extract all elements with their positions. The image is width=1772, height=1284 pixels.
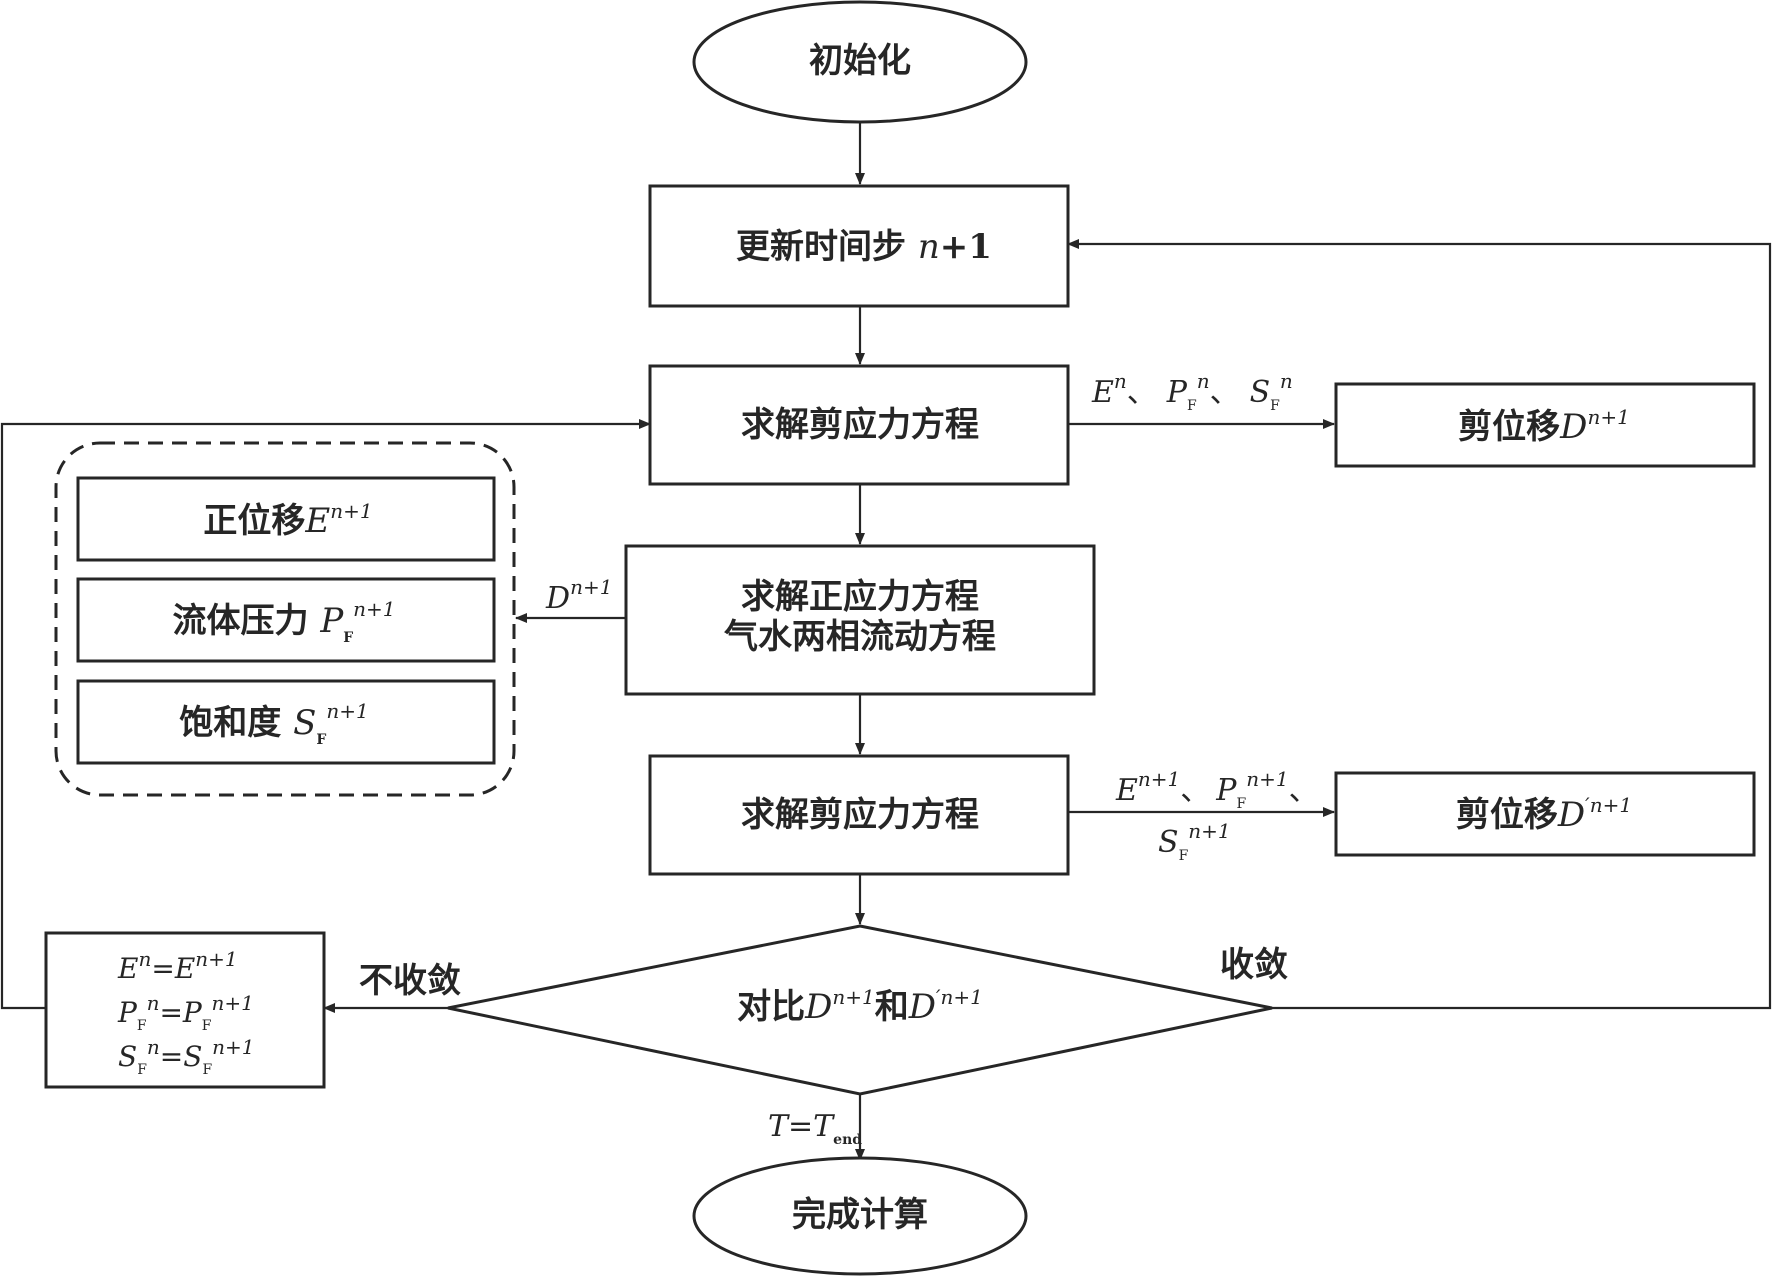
group-disp-label: 正位移En+1 bbox=[203, 499, 372, 541]
compare-label: 对比Dn+1和D′n+1 bbox=[737, 985, 983, 1027]
update-s-line: SFn=SFn+1 bbox=[118, 1035, 255, 1078]
group-saturation-label: 饱和度 SFn+1 bbox=[179, 699, 368, 748]
normal-label-line1: 求解正应力方程 bbox=[741, 577, 979, 617]
group-pressure-box bbox=[76, 577, 496, 663]
shear2-box bbox=[648, 754, 1070, 876]
shear1-label: 求解剪应力方程 bbox=[741, 405, 979, 445]
end-label: 完成计算 bbox=[792, 1195, 928, 1235]
edge-loop-back-to-update bbox=[1067, 239, 1772, 1010]
shear1-box bbox=[648, 364, 1070, 486]
edge-loop-back-to-shear1 bbox=[0, 419, 651, 1010]
shear-out2-label: 剪位移D′n+1 bbox=[1456, 793, 1632, 835]
shear2-out-label-line2: SFn+1 bbox=[1158, 819, 1231, 864]
compare-decision bbox=[447, 924, 1273, 1096]
update-step-box bbox=[648, 184, 1070, 308]
start-terminator bbox=[692, 0, 1028, 124]
shear1-out-label: En、PFn、SFn bbox=[1091, 369, 1293, 414]
shear2-out-label-line1: En+1、PFn+1、 bbox=[1115, 767, 1319, 812]
group-disp-box bbox=[76, 476, 496, 562]
shear-out2-box bbox=[1334, 771, 1756, 857]
normal-label-line2: 气水两相流动方程 bbox=[723, 617, 996, 657]
end-terminator bbox=[692, 1156, 1028, 1276]
group-saturation-box bbox=[76, 679, 496, 765]
update-p-line: PFn=PFn+1 bbox=[117, 991, 254, 1034]
not-converged-label: 不收敛 bbox=[359, 961, 461, 1001]
converged-label: 收敛 bbox=[1220, 945, 1288, 985]
group-pressure-label: 流体压力 PFn+1 bbox=[172, 597, 395, 646]
shear-out1-box bbox=[1334, 382, 1756, 468]
nodes bbox=[44, 0, 1756, 1276]
shear-out1-label: 剪位移Dn+1 bbox=[1458, 405, 1630, 447]
update-values-box bbox=[44, 931, 326, 1089]
start-label: 初始化 bbox=[809, 41, 911, 81]
edges bbox=[0, 122, 1772, 1161]
normal-out-label: Dn+1 bbox=[545, 575, 612, 616]
finish-condition-label: T=Tend bbox=[768, 1109, 862, 1148]
shear2-label: 求解剪应力方程 bbox=[741, 795, 979, 835]
update-step-label: 更新时间步 n+1 bbox=[736, 227, 992, 267]
update-e-line: En=En+1 bbox=[117, 947, 238, 985]
normal-box bbox=[624, 544, 1096, 696]
